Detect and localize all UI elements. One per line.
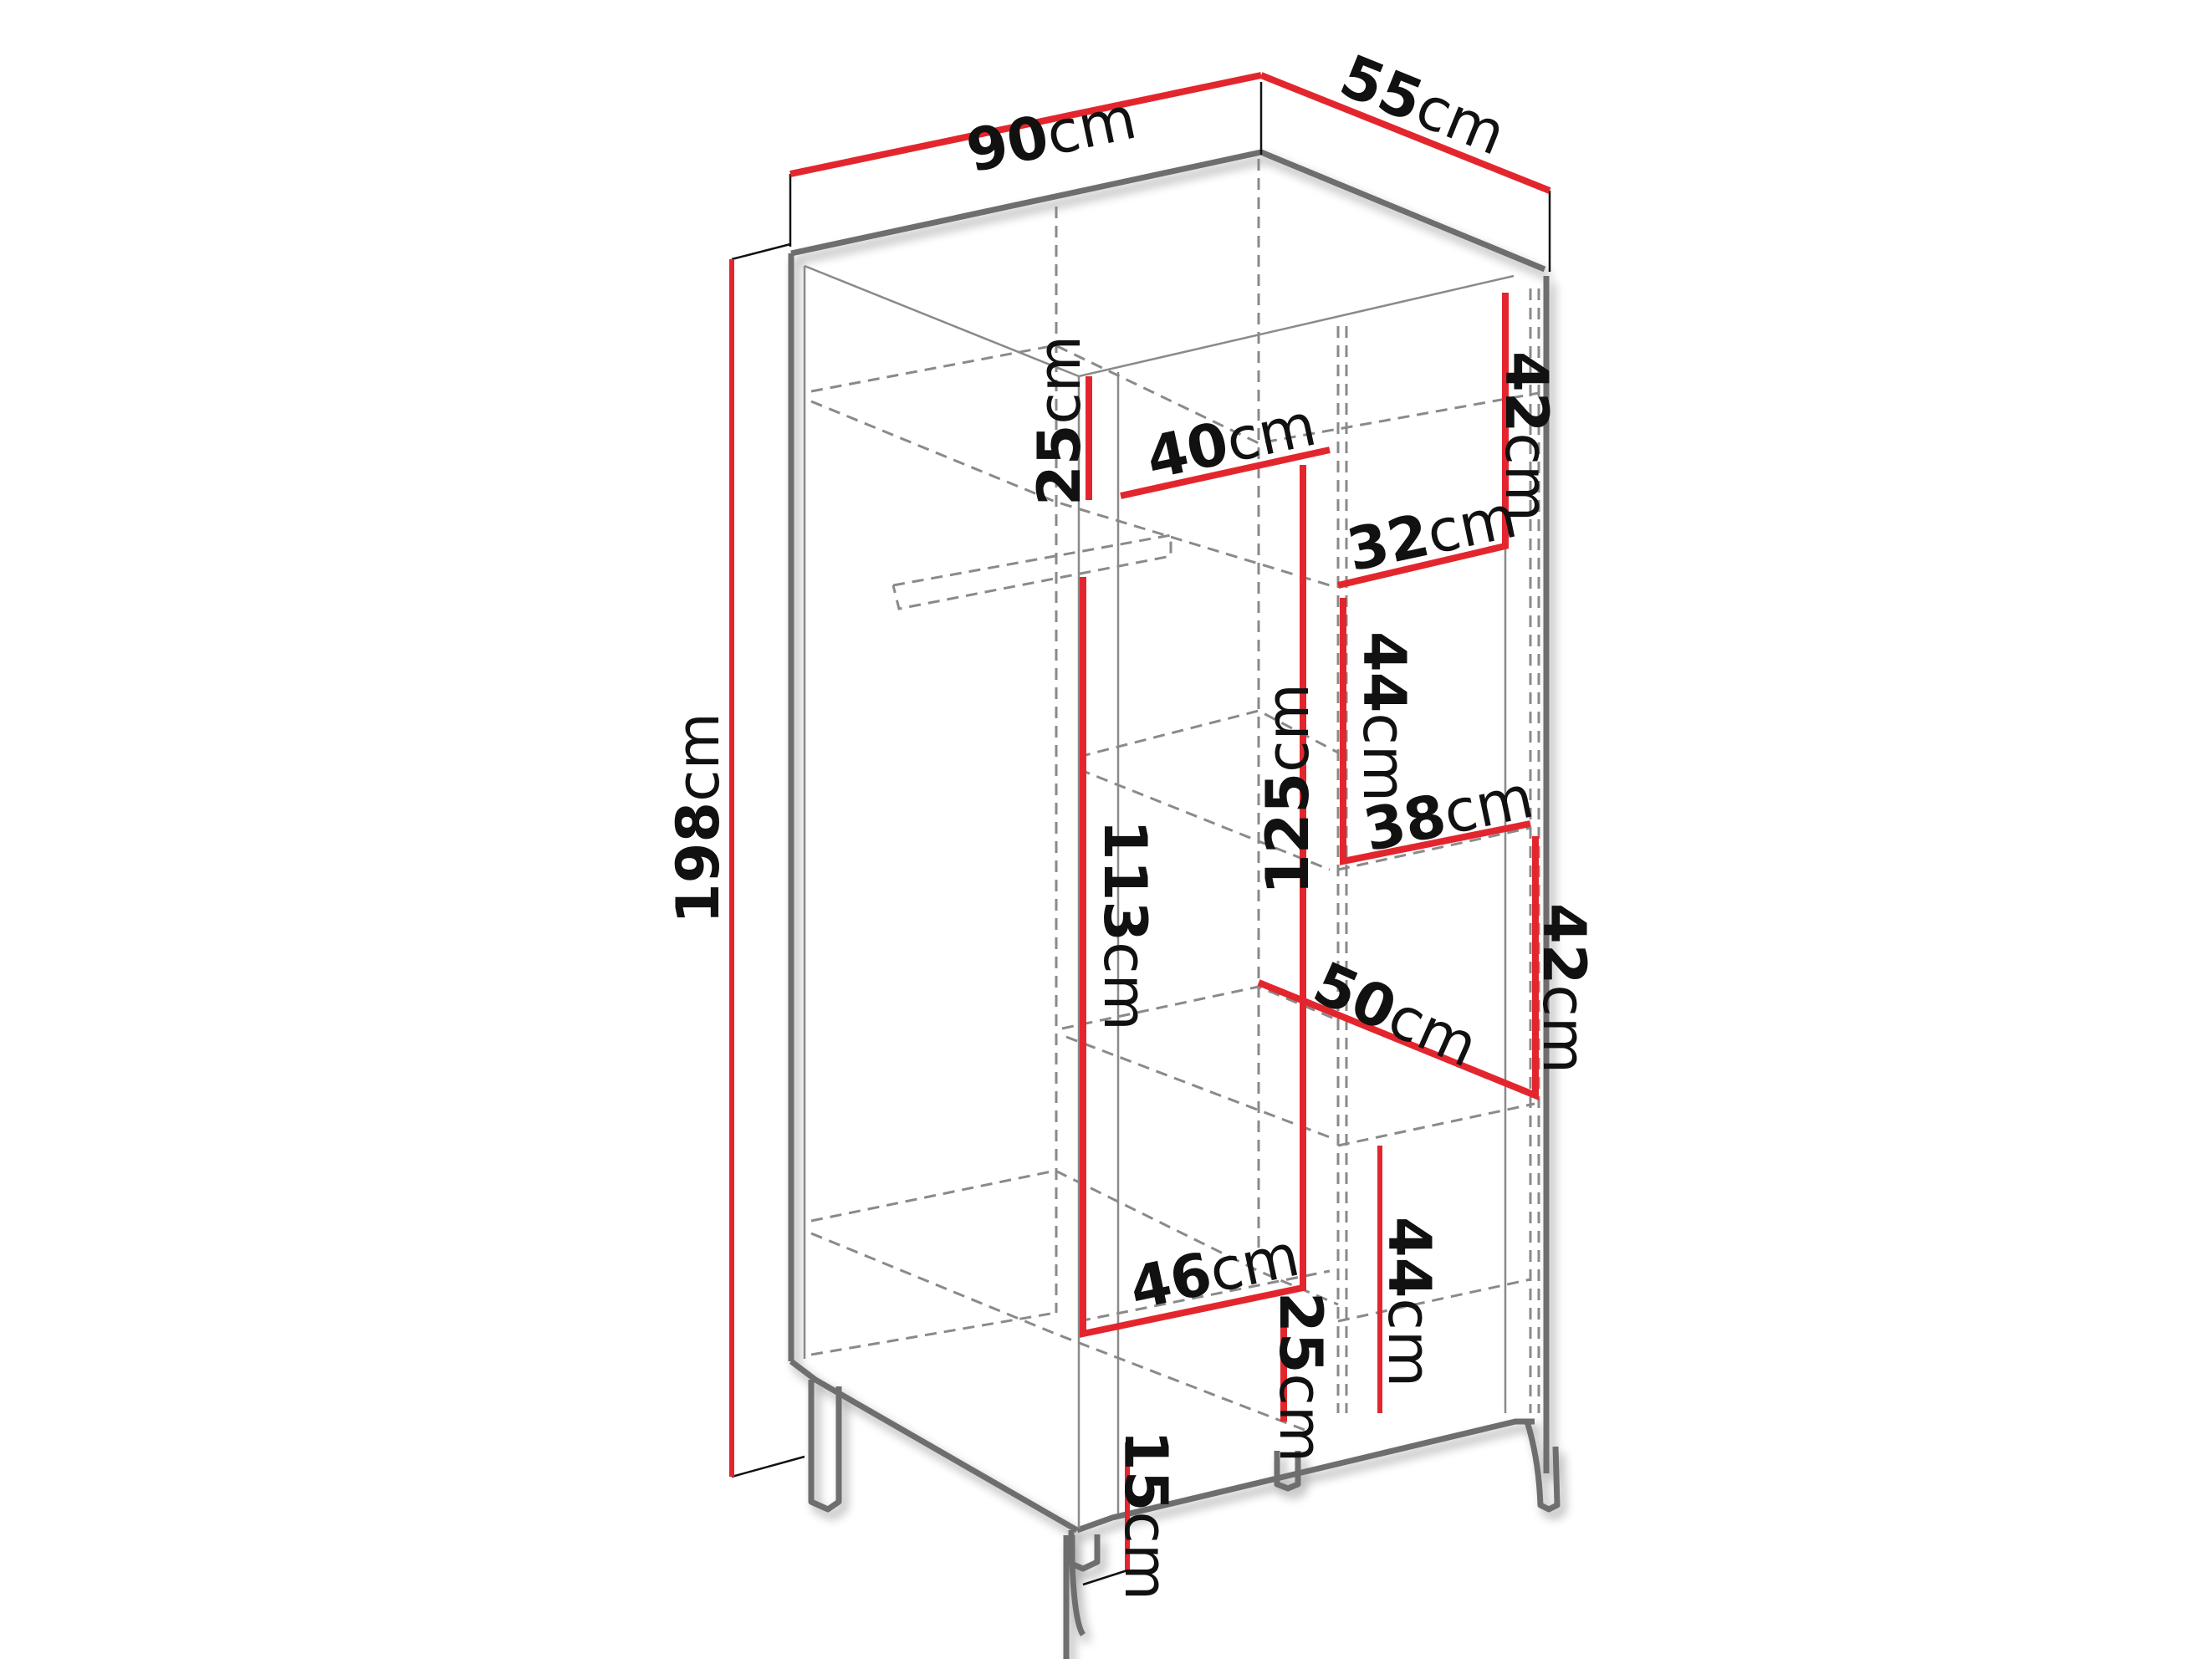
label-top-compartment-height: 25cm (1025, 334, 1094, 506)
right-top-shelf-line (1337, 293, 1509, 589)
extension-lines (731, 82, 1551, 1586)
wardrobe-outline (788, 149, 1561, 1659)
hanging-height-line (1080, 465, 1306, 1338)
width-dim-line (789, 72, 1262, 177)
label-right-mid-shelf-height: 44cm (1350, 631, 1418, 803)
label-hanging-height: 113cm (1091, 819, 1159, 1031)
right-mid-shelf-line (1340, 598, 1531, 865)
interior-dashed-lines (810, 159, 1540, 1432)
label-height: 198cm (664, 712, 733, 924)
label-leg-height: 15cm (1111, 1430, 1180, 1601)
dimension-lines (729, 72, 1551, 1570)
label-bottom-compartment-height: 25cm (1266, 1292, 1335, 1463)
label-inner-height-left: 125cm (1254, 683, 1322, 895)
top-comp-width-line (1120, 447, 1331, 499)
depth-dim-line (1259, 72, 1551, 194)
label-right-lower-shelf-height: 42cm (1530, 903, 1598, 1075)
label-right-bottom-shelf-height: 44cm (1375, 1217, 1443, 1388)
right-lower-shelf-line (1257, 836, 1539, 1100)
